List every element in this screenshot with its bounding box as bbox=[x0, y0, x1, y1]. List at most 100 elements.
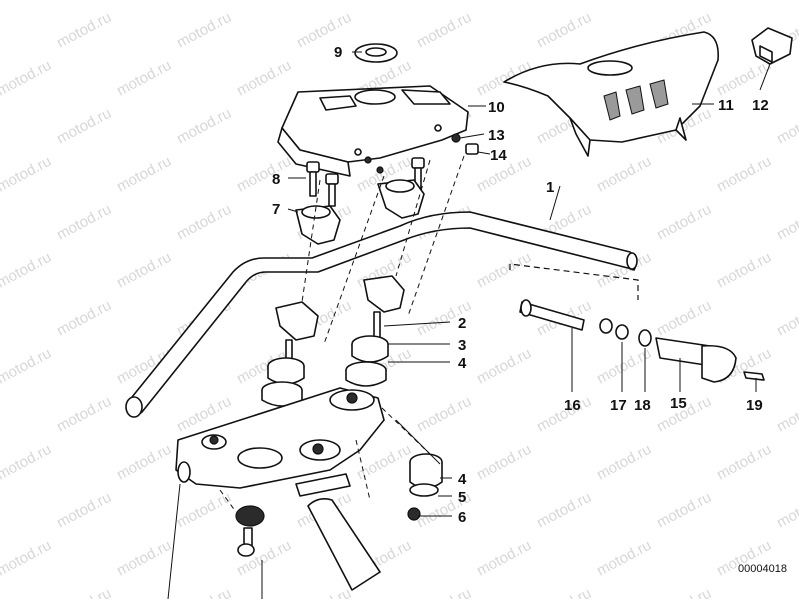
watermark-text: motod.ru bbox=[54, 201, 114, 244]
fork-tube bbox=[295, 473, 381, 591]
watermark-text: motod.ru bbox=[774, 201, 799, 244]
callout-1: 1 bbox=[546, 179, 554, 196]
watermark-text: motod.ru bbox=[234, 0, 294, 4]
callout-11: 11 bbox=[718, 97, 734, 114]
watermark-text: motod.ru bbox=[714, 153, 774, 196]
upper-clamps-7 bbox=[295, 179, 425, 245]
watermark-text: motod.ru bbox=[474, 441, 534, 484]
watermark-text: motod.ru bbox=[174, 9, 234, 52]
lower-clamps bbox=[275, 275, 405, 361]
watermark-text: motod.ru bbox=[474, 345, 534, 388]
watermark-text: motod.ru bbox=[234, 57, 294, 100]
callout-2: 2 bbox=[458, 315, 466, 332]
watermark-text: motod.ru bbox=[594, 537, 654, 580]
watermark-text: motod.ru bbox=[294, 9, 354, 52]
watermark-text: motod.ru bbox=[654, 297, 714, 340]
watermark-text: motod.ru bbox=[54, 9, 114, 52]
watermark-text: motod.ru bbox=[414, 9, 474, 52]
top-cover bbox=[277, 85, 469, 177]
callout-5: 5 bbox=[458, 489, 466, 506]
clip-12 bbox=[751, 27, 793, 65]
watermark-text: motod.ru bbox=[294, 585, 354, 599]
callout-19: 19 bbox=[746, 397, 763, 414]
watermark-text: motod.ru bbox=[414, 585, 474, 599]
watermark-text: motod.ru bbox=[114, 249, 174, 292]
callout-15: 15 bbox=[670, 395, 687, 412]
callout-10: 10 bbox=[488, 99, 505, 116]
callout-16: 16 bbox=[564, 397, 581, 414]
callout-labels: 1 2 3 4 4 5 6 7 8 9 10 11 12 13 14 15 16… bbox=[272, 44, 769, 526]
watermark-text: motod.ru bbox=[774, 393, 799, 436]
callout-17: 17 bbox=[610, 397, 627, 414]
watermark-text: motod.ru bbox=[174, 201, 234, 244]
watermark-text: motod.ru bbox=[114, 441, 174, 484]
callout-7: 7 bbox=[272, 201, 280, 218]
watermark-text: motod.ru bbox=[54, 585, 114, 599]
leader-lines bbox=[167, 51, 771, 599]
watermark-text: motod.ru bbox=[774, 297, 799, 340]
watermark-text: motod.ru bbox=[54, 297, 114, 340]
watermark-text: motod.ru bbox=[714, 57, 774, 100]
callout-4-lower: 4 bbox=[458, 471, 467, 488]
callout-18: 18 bbox=[634, 397, 651, 414]
dashed-bracket bbox=[509, 263, 639, 300]
callout-8: 8 bbox=[272, 171, 280, 188]
watermark-text: motod.ru bbox=[234, 537, 294, 580]
watermark-text: motod.ru bbox=[474, 537, 534, 580]
handlebar bbox=[125, 211, 638, 418]
watermark-text: motod.ru bbox=[114, 57, 174, 100]
callout-4-upper: 4 bbox=[458, 355, 467, 372]
watermark-text: motod.ru bbox=[534, 9, 594, 52]
watermark-text: motod.ru bbox=[174, 585, 234, 599]
watermark-text: motod.ru bbox=[0, 153, 54, 196]
watermark-text: motod.ru bbox=[594, 153, 654, 196]
watermark-text: motod.ru bbox=[474, 0, 534, 4]
callout-13: 13 bbox=[488, 127, 505, 144]
watermark-text: motod.ru bbox=[714, 0, 774, 4]
callout-14: 14 bbox=[490, 147, 507, 164]
watermark-text: motod.ru bbox=[114, 537, 174, 580]
fasteners-13-14 bbox=[451, 133, 479, 155]
watermark-text: motod.ru bbox=[54, 489, 114, 532]
callout-9: 9 bbox=[334, 44, 342, 61]
watermark-text: motod.ru bbox=[774, 105, 799, 148]
watermark-text: motod.ru bbox=[654, 585, 714, 599]
watermark-text: motod.ru bbox=[654, 201, 714, 244]
watermark-text: motod.ru bbox=[114, 0, 174, 4]
watermark-text: motod.ru bbox=[0, 0, 54, 4]
rubber-dampers-3 bbox=[261, 335, 389, 407]
watermark-text: motod.ru bbox=[714, 249, 774, 292]
bolts-8 bbox=[306, 156, 425, 207]
watermark-text: motod.ru bbox=[0, 57, 54, 100]
watermark-text: motod.ru bbox=[0, 249, 54, 292]
handlebar-cover bbox=[503, 31, 720, 157]
watermark-text: motod.ru bbox=[0, 345, 54, 388]
watermark-text: motod.ru bbox=[54, 393, 114, 436]
reference-code: 00004018 bbox=[738, 563, 787, 575]
watermark-text: motod.ru bbox=[114, 153, 174, 196]
watermark-text: motod.ru bbox=[774, 585, 799, 599]
watermark-text: motod.ru bbox=[174, 489, 234, 532]
callout-3: 3 bbox=[458, 337, 466, 354]
watermark-text: motod.ru bbox=[534, 585, 594, 599]
callout-12: 12 bbox=[752, 97, 769, 114]
fork-bridge bbox=[175, 387, 385, 489]
watermark-text: motod.ru bbox=[534, 489, 594, 532]
cap-9 bbox=[354, 43, 398, 63]
watermark-text: motod.ru bbox=[0, 441, 54, 484]
shaft-assembly bbox=[519, 299, 765, 383]
watermark-text: motod.ru bbox=[474, 249, 534, 292]
watermark-text: motod.ru bbox=[54, 105, 114, 148]
callout-6: 6 bbox=[458, 509, 466, 526]
watermark-text: motod.ru bbox=[0, 537, 54, 580]
watermark-text: motod.ru bbox=[354, 0, 414, 4]
watermark-text: motod.ru bbox=[234, 153, 294, 196]
watermark-text: motod.ru bbox=[774, 489, 799, 532]
watermark-text: motod.ru bbox=[654, 489, 714, 532]
watermark-text: motod.ru bbox=[594, 441, 654, 484]
watermark-text: motod.ru bbox=[714, 441, 774, 484]
watermark-text: motod.ru bbox=[594, 0, 654, 4]
watermark-text: motod.ru bbox=[414, 393, 474, 436]
watermark-text: motod.ru bbox=[174, 105, 234, 148]
